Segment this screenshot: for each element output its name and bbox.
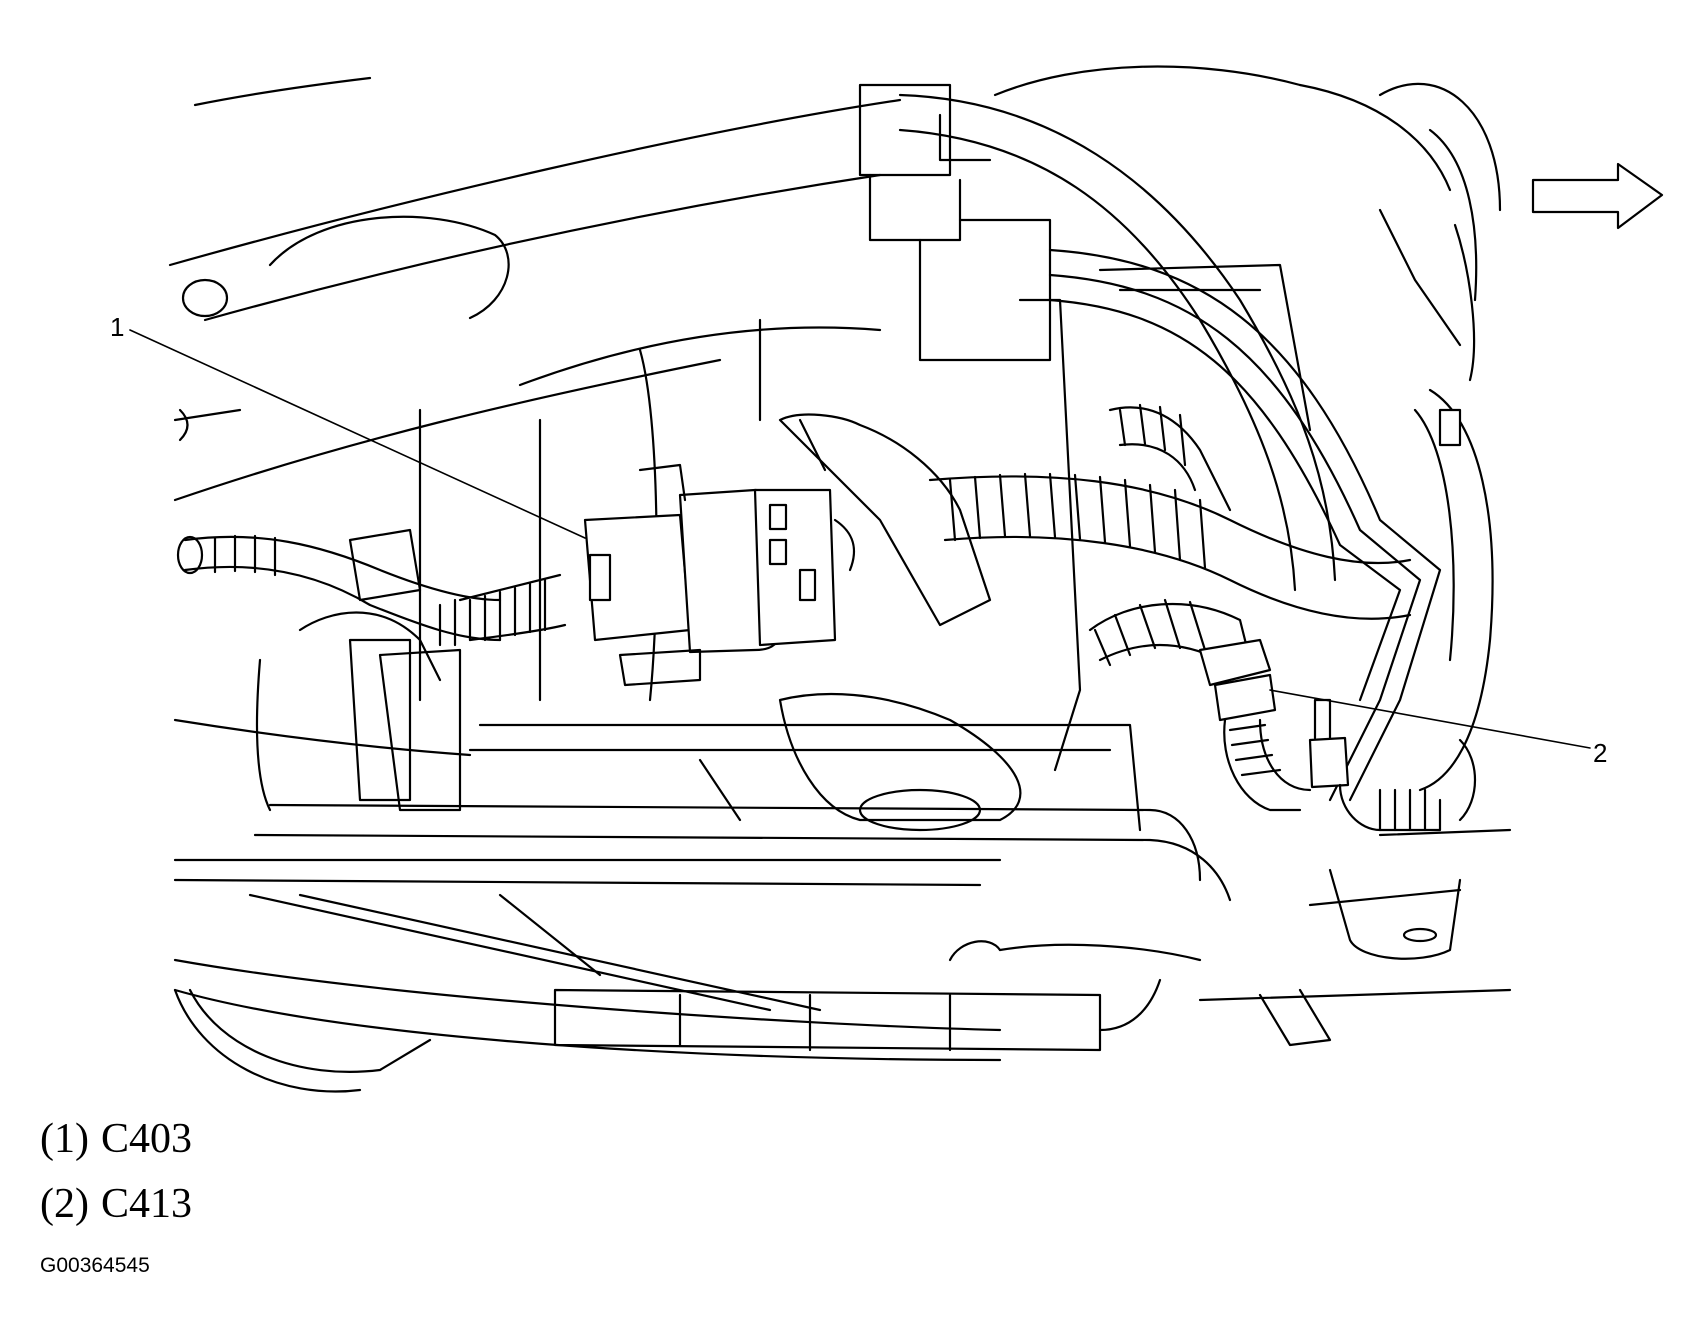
leader-lines — [129, 329, 1591, 749]
connector-c403 — [583, 413, 992, 687]
right-arrow-icon — [1531, 162, 1664, 230]
legend-item-1: (1)C403 — [40, 1115, 204, 1163]
callout-2: 2 — [1593, 738, 1608, 768]
vehicle-body-outline — [168, 65, 1664, 382]
legend-item-2: (2)C413 — [40, 1180, 204, 1228]
figure-id: G00364545 — [40, 1254, 150, 1277]
callout-leader-2 — [1269, 689, 1591, 749]
legend-key: (1) — [40, 1116, 89, 1162]
left-harness — [176, 528, 567, 812]
brake-lines — [1048, 248, 1442, 802]
center-harness — [928, 403, 1412, 667]
legend-label: C413 — [100, 1181, 192, 1227]
legend-key: (2) — [40, 1181, 89, 1227]
lower-rails — [173, 658, 1512, 1093]
callout-leader-1 — [129, 329, 586, 539]
rotor-area — [1413, 388, 1494, 822]
frame-lines — [173, 263, 1312, 772]
legend-label: C403 — [100, 1116, 192, 1162]
connector-c413 — [1198, 638, 1442, 832]
callout-1: 1 — [110, 312, 125, 342]
